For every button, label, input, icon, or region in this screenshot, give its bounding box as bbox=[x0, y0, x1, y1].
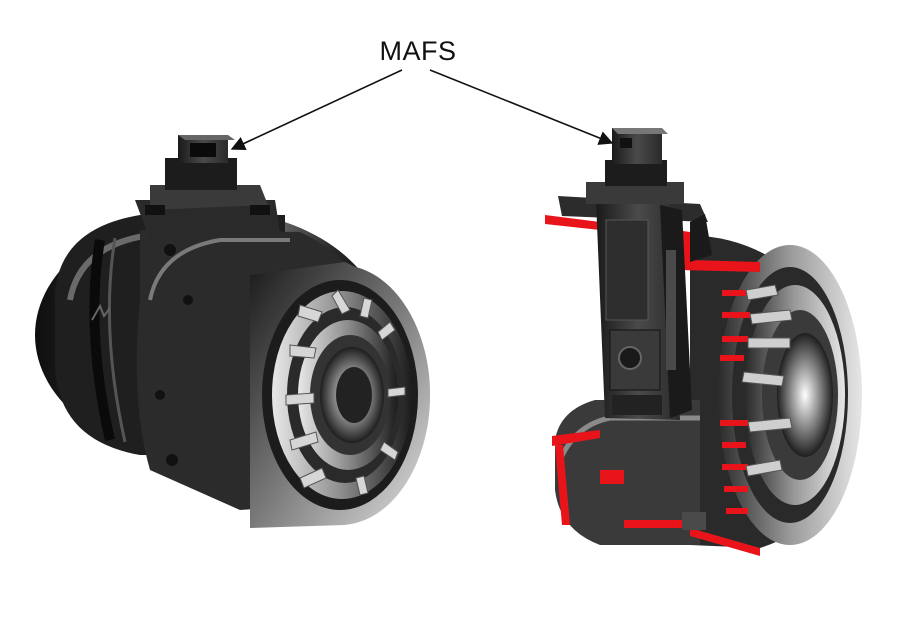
arrow-to-right-sensor bbox=[429, 69, 614, 145]
arrow-to-left-sensor bbox=[230, 69, 403, 151]
cut-section-edges bbox=[545, 215, 760, 556]
mass-air-flow-sensor-assembled bbox=[35, 135, 430, 528]
mass-air-flow-sensor-cutaway bbox=[545, 128, 862, 556]
mafs-callout-label: MAFS bbox=[379, 36, 457, 66]
callout-arrows bbox=[230, 69, 614, 151]
